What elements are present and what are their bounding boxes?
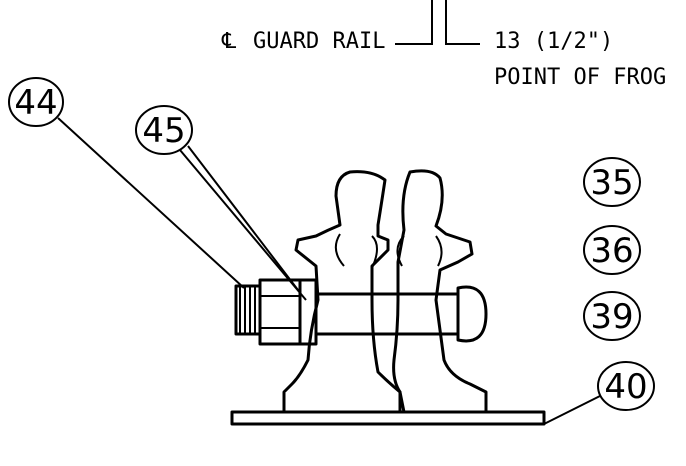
running-rail (282, 170, 402, 414)
balloon-35: 35 (583, 157, 641, 207)
dimension-label: 13 (1/2") (494, 29, 613, 54)
balloon-45: 45 (135, 105, 307, 301)
centerline-symbol: ℄ (221, 29, 237, 54)
rail-web-curve-left (334, 233, 345, 267)
point-of-frog-leader (445, 0, 480, 45)
guard-web-curve-right (435, 235, 443, 267)
guard-rail-leader (395, 0, 433, 45)
balloon-44: 44 (8, 77, 245, 289)
bolt-thread (234, 284, 262, 336)
washer (298, 278, 318, 346)
tie-plate (230, 410, 546, 426)
guard-rail (392, 169, 488, 414)
balloon-39: 39 (583, 291, 641, 341)
bolt-head (456, 285, 488, 343)
top-annotation: ℄ GUARD RAIL 13 (1/2") POINT OF FROG (221, 0, 666, 90)
nut (258, 278, 302, 346)
balloon-35-number: 35 (590, 163, 633, 203)
rail-web-curve-right (371, 235, 378, 269)
balloon-45-leader-a (179, 149, 307, 301)
balloon-39-number: 39 (590, 297, 633, 337)
balloon-45-number: 45 (142, 111, 185, 151)
balloon-44-number: 44 (14, 83, 57, 123)
guard-web-curve-left (396, 235, 405, 267)
balloon-40: 40 (543, 361, 655, 425)
point-of-frog-label: POINT OF FROG (494, 65, 666, 90)
balloon-40-leader (543, 395, 601, 425)
balloon-45-leader-b (187, 145, 299, 291)
guard-rail-label: GUARD RAIL (253, 29, 385, 54)
balloon-40-number: 40 (604, 367, 647, 407)
balloon-44-leader (57, 117, 245, 289)
balloon-36-number: 36 (590, 231, 633, 271)
balloon-36: 36 (583, 225, 641, 275)
